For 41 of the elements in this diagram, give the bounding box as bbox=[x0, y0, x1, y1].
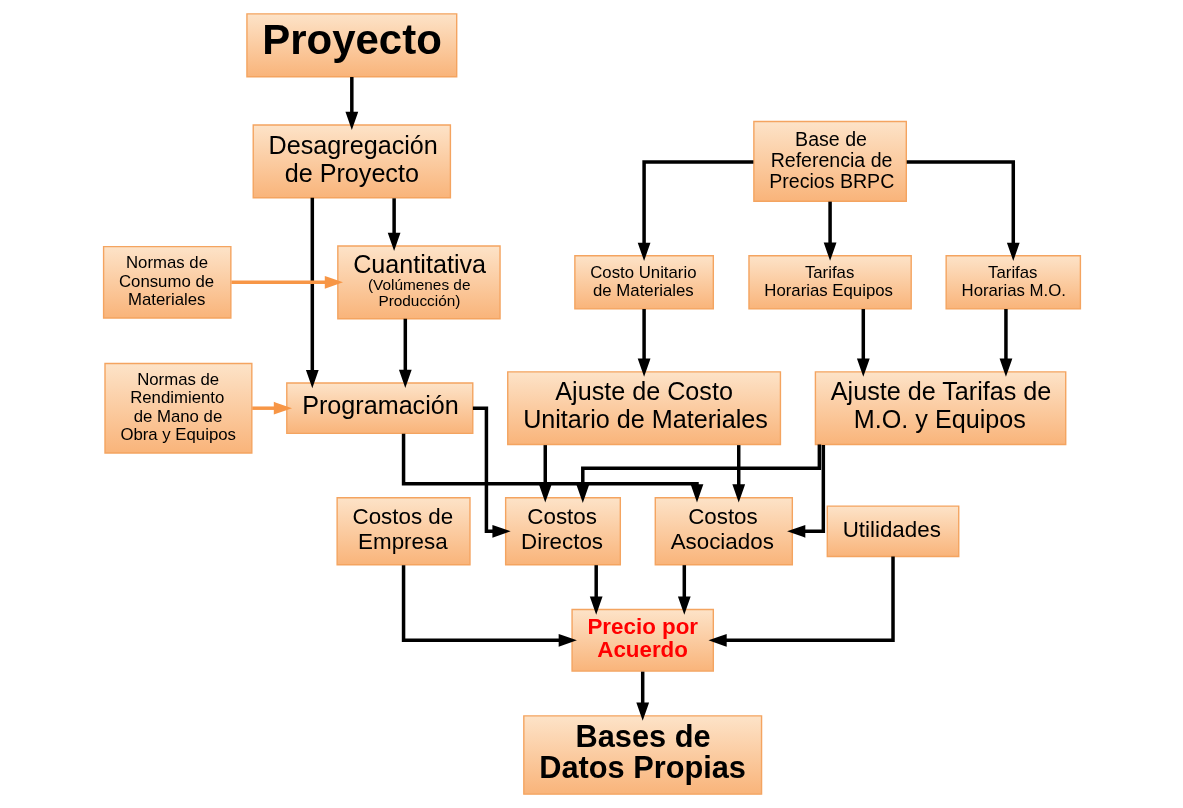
arrow bbox=[472, 406, 511, 538]
node-box: Ajuste de Costo Unitario de Materiales bbox=[506, 371, 781, 446]
arrow bbox=[538, 445, 552, 503]
arrow bbox=[823, 201, 836, 261]
arrow bbox=[635, 671, 649, 721]
node-box: Precio por Acuerdo bbox=[570, 608, 714, 672]
node-box: Costos de Empresa bbox=[335, 497, 471, 566]
arrow bbox=[856, 309, 870, 377]
node-box: Normas de Rendimiento de Mano de Obra y Equipos bbox=[103, 362, 253, 454]
node-box: Proyecto bbox=[245, 13, 457, 78]
node-box: Base de Referencia de Precios BRPC bbox=[752, 120, 907, 202]
arrow bbox=[707, 556, 895, 647]
arrow bbox=[401, 433, 703, 503]
arrow bbox=[251, 401, 292, 415]
arrow bbox=[575, 444, 821, 503]
node-box: Utilidades bbox=[826, 505, 959, 558]
arrow bbox=[637, 309, 650, 377]
arrow bbox=[731, 445, 745, 503]
arrow bbox=[906, 160, 1020, 261]
node-box: Ajuste de Tarifas de M.O. y Equipos bbox=[814, 371, 1066, 446]
node-box: Desagregación de Proyecto bbox=[252, 124, 451, 199]
arrow bbox=[999, 309, 1012, 377]
arrow bbox=[677, 565, 691, 615]
node-box: Costo Unitario de Materiales bbox=[573, 255, 714, 310]
arrow bbox=[589, 565, 603, 615]
node-box: Normas de Consumo de Materiales bbox=[102, 246, 232, 319]
arrow bbox=[305, 197, 319, 389]
arrow bbox=[401, 565, 577, 647]
node-box: Costos Directos bbox=[504, 497, 621, 566]
node-box: Cuantitativa (Volúmenes de Producción) bbox=[336, 245, 501, 320]
arrow bbox=[786, 445, 825, 538]
node-box: Costos Asociados bbox=[654, 497, 793, 566]
arrow bbox=[637, 160, 753, 261]
arrow bbox=[387, 198, 400, 251]
node-box: Bases de Datos Propias bbox=[522, 715, 762, 795]
node-box: Tarifas Horarias Equipos bbox=[747, 255, 912, 310]
arrow bbox=[398, 318, 412, 388]
node-box: Programación bbox=[285, 382, 473, 435]
arrow bbox=[230, 275, 343, 289]
arrow bbox=[344, 77, 358, 131]
node-box: Tarifas Horarias M.O. bbox=[944, 255, 1081, 310]
